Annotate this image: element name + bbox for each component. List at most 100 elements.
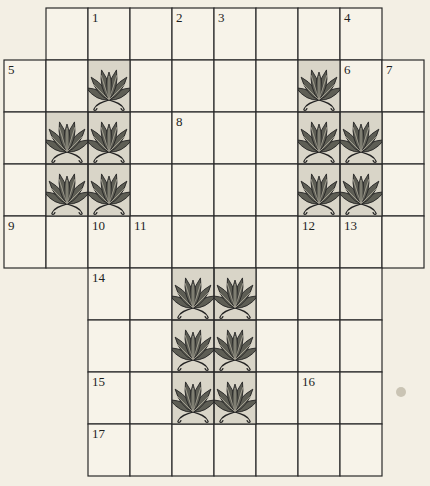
clue-number: 14 bbox=[88, 268, 105, 284]
white-square bbox=[130, 216, 172, 268]
white-square bbox=[172, 112, 214, 164]
white-square bbox=[130, 112, 172, 164]
block-square bbox=[298, 164, 340, 216]
clue-number: 7 bbox=[382, 60, 393, 76]
white-square bbox=[172, 60, 214, 112]
numbered-square: 10 bbox=[88, 216, 130, 268]
white-square bbox=[340, 8, 382, 60]
white-square bbox=[214, 8, 256, 60]
block-square bbox=[340, 164, 382, 216]
block-square bbox=[214, 320, 256, 372]
white-square bbox=[130, 424, 172, 476]
white-square bbox=[298, 216, 340, 268]
white-square bbox=[214, 60, 256, 112]
white-square bbox=[88, 424, 130, 476]
block-square bbox=[172, 268, 214, 320]
white-square bbox=[88, 320, 130, 372]
clue-number: 3 bbox=[214, 8, 225, 24]
numbered-square: 3 bbox=[214, 8, 256, 60]
white-square bbox=[340, 268, 382, 320]
numbered-square: 7 bbox=[382, 60, 424, 112]
white-square bbox=[172, 8, 214, 60]
numbered-square: 5 bbox=[4, 60, 46, 112]
clue-number: 10 bbox=[88, 216, 105, 232]
white-square bbox=[382, 112, 424, 164]
clue-number: 9 bbox=[4, 216, 15, 232]
white-square bbox=[340, 216, 382, 268]
clue-number: 2 bbox=[172, 8, 183, 24]
white-square bbox=[88, 372, 130, 424]
numbered-square: 12 bbox=[298, 216, 340, 268]
numbered-square: 6 bbox=[340, 60, 382, 112]
white-square bbox=[256, 424, 298, 476]
white-square bbox=[214, 112, 256, 164]
clue-number: 6 bbox=[340, 60, 351, 76]
white-square bbox=[4, 164, 46, 216]
white-square bbox=[130, 268, 172, 320]
clue-number: 15 bbox=[88, 372, 105, 388]
white-square bbox=[172, 216, 214, 268]
white-square bbox=[130, 60, 172, 112]
white-square bbox=[214, 424, 256, 476]
clue-number: 12 bbox=[298, 216, 315, 232]
leaf-ornament bbox=[294, 112, 343, 164]
white-square bbox=[340, 320, 382, 372]
leaf-ornament bbox=[168, 372, 217, 424]
leaf-ornament bbox=[336, 112, 385, 164]
leaf-ornament bbox=[336, 164, 385, 216]
leaf-ornament bbox=[210, 372, 259, 424]
leaf-ornament bbox=[210, 320, 259, 372]
block-square bbox=[298, 112, 340, 164]
white-square bbox=[4, 112, 46, 164]
numbered-square: 11 bbox=[130, 216, 172, 268]
white-square bbox=[4, 216, 46, 268]
white-square bbox=[130, 164, 172, 216]
numbered-square: 17 bbox=[88, 424, 130, 476]
numbered-square: 14 bbox=[88, 268, 130, 320]
numbered-square: 15 bbox=[88, 372, 130, 424]
white-square bbox=[4, 60, 46, 112]
clue-number: 17 bbox=[88, 424, 105, 440]
numbered-square: 16 bbox=[298, 372, 340, 424]
numbered-square: 1 bbox=[88, 8, 130, 60]
numbered-square: 2 bbox=[172, 8, 214, 60]
clue-number: 4 bbox=[340, 8, 351, 24]
white-square bbox=[88, 268, 130, 320]
block-square bbox=[214, 268, 256, 320]
block-square bbox=[46, 164, 88, 216]
white-square bbox=[256, 372, 298, 424]
leaf-ornament bbox=[84, 60, 133, 112]
leaf-ornament bbox=[294, 60, 343, 112]
white-square bbox=[382, 216, 424, 268]
block-square bbox=[172, 320, 214, 372]
block-square bbox=[172, 372, 214, 424]
white-square bbox=[46, 216, 88, 268]
white-square bbox=[88, 8, 130, 60]
block-square bbox=[298, 60, 340, 112]
leaf-ornament bbox=[84, 112, 133, 164]
white-square bbox=[256, 60, 298, 112]
block-square bbox=[214, 372, 256, 424]
white-square bbox=[298, 320, 340, 372]
white-square bbox=[340, 424, 382, 476]
numbered-square: 4 bbox=[340, 8, 382, 60]
white-square bbox=[130, 8, 172, 60]
leaf-ornament bbox=[168, 320, 217, 372]
leaf-ornament bbox=[168, 268, 217, 320]
block-square bbox=[88, 112, 130, 164]
white-square bbox=[382, 60, 424, 112]
clue-number: 5 bbox=[4, 60, 15, 76]
white-square bbox=[256, 112, 298, 164]
white-square bbox=[298, 268, 340, 320]
white-square bbox=[214, 216, 256, 268]
numbered-square: 13 bbox=[340, 216, 382, 268]
white-square bbox=[256, 8, 298, 60]
white-square bbox=[172, 424, 214, 476]
white-square bbox=[130, 372, 172, 424]
white-square bbox=[214, 164, 256, 216]
clue-number: 16 bbox=[298, 372, 315, 388]
white-square bbox=[256, 164, 298, 216]
leaf-ornament bbox=[42, 112, 91, 164]
clue-number: 1 bbox=[88, 8, 99, 24]
